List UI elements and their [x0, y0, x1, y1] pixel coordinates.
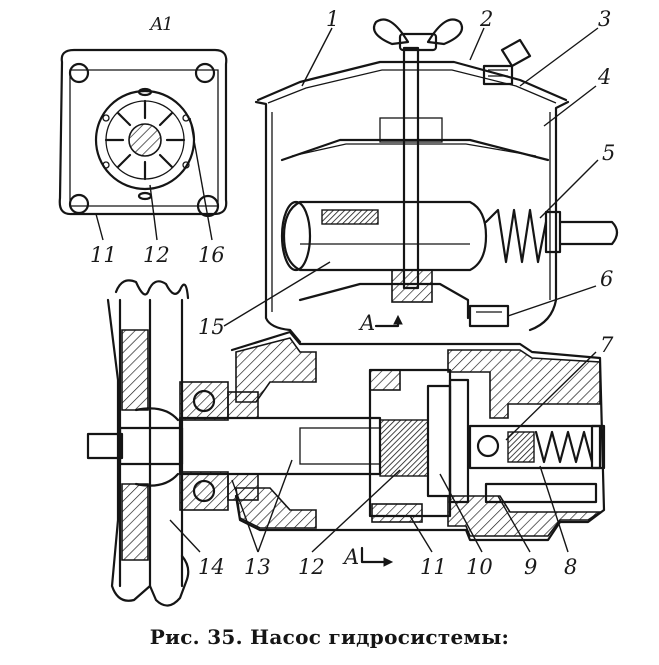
wing-nut-left	[372, 18, 410, 46]
filter-element	[280, 200, 488, 272]
callout-inset-12: 12	[143, 243, 170, 267]
inset-bolt-hole-bl	[68, 193, 90, 215]
inset-flange-outline	[58, 48, 228, 216]
callout-12: 12	[298, 555, 325, 579]
callout-9: 9	[524, 555, 537, 579]
drive-shaft	[178, 416, 382, 476]
section-mark-bottom: A	[342, 545, 394, 569]
section-mark-bottom-letter: A	[342, 545, 359, 569]
tank-shell-right	[528, 100, 570, 332]
baffle-plate	[280, 138, 550, 162]
inset-rotor-hub	[128, 123, 162, 157]
inset-bolt-hole-tl	[68, 62, 90, 84]
callout-10: 10	[466, 555, 493, 579]
callout-5: 5	[602, 141, 615, 165]
wing-nut-right	[426, 18, 464, 46]
seal-bottom	[227, 473, 259, 501]
callout-2: 2	[479, 7, 493, 31]
housing-outline	[230, 330, 606, 542]
section-mark-top: A	[358, 311, 403, 335]
inset-view-label-suffix: 1	[162, 14, 173, 35]
figure-caption: Рис. 35. Насос гидросистемы:	[149, 625, 510, 649]
callout-inset-16: 16	[198, 243, 225, 267]
breather-fitting	[482, 38, 532, 86]
housing-section-top-right	[447, 349, 601, 419]
seal-top	[227, 391, 259, 419]
pulley	[106, 279, 190, 607]
relief-valve	[468, 424, 606, 470]
stator-top	[369, 369, 401, 391]
tank-base	[298, 282, 470, 320]
rotor-pack	[379, 419, 429, 477]
front-bearing-bottom	[179, 471, 229, 511]
reservoir-lid	[256, 60, 568, 102]
relief-spring	[484, 208, 619, 264]
callout-13: 13	[244, 555, 271, 579]
cover-screw	[468, 304, 510, 328]
leader-lines	[169, 27, 599, 553]
callout-11: 11	[420, 555, 447, 579]
rod-boss	[391, 269, 433, 303]
callout-8: 8	[564, 555, 577, 579]
callout-14: 14	[198, 555, 225, 579]
shaft-nut	[86, 432, 124, 460]
inset-view-a: А 1 11 12 16	[58, 14, 228, 267]
pulley-web-bottom	[121, 483, 149, 561]
pump-body	[86, 330, 606, 542]
tank-shell-left	[254, 100, 302, 344]
central-rod	[402, 46, 420, 290]
cover-plate	[448, 378, 470, 504]
inset-bolt-hole-tr	[194, 62, 216, 84]
callout-7: 7	[600, 333, 614, 357]
callout-15: 15	[198, 315, 225, 339]
callout-3: 3	[598, 7, 611, 31]
callout-inset-11: 11	[90, 243, 117, 267]
housing-section-bottom-right	[447, 495, 603, 537]
reservoir	[254, 18, 619, 344]
stator-bottom	[371, 503, 423, 523]
callout-4: 4	[597, 65, 611, 89]
callout-numbers: 1 2 3 4 5 6 7 8 9 10 11 12 13 14 15	[198, 7, 615, 579]
inset-port-top	[137, 87, 153, 97]
front-bearing-top	[179, 381, 229, 421]
callout-6: 6	[600, 267, 613, 291]
distributor-disc	[426, 384, 452, 498]
inset-view-label: А	[148, 14, 164, 35]
inset-port-bottom	[137, 191, 153, 201]
callout-1: 1	[326, 7, 339, 31]
inset-rotor-vanes	[104, 99, 186, 181]
pulley-web-top	[121, 329, 149, 411]
flow-control-plunger	[484, 482, 598, 504]
section-mark-top-letter: A	[358, 311, 375, 335]
baffle-boss	[379, 117, 443, 143]
